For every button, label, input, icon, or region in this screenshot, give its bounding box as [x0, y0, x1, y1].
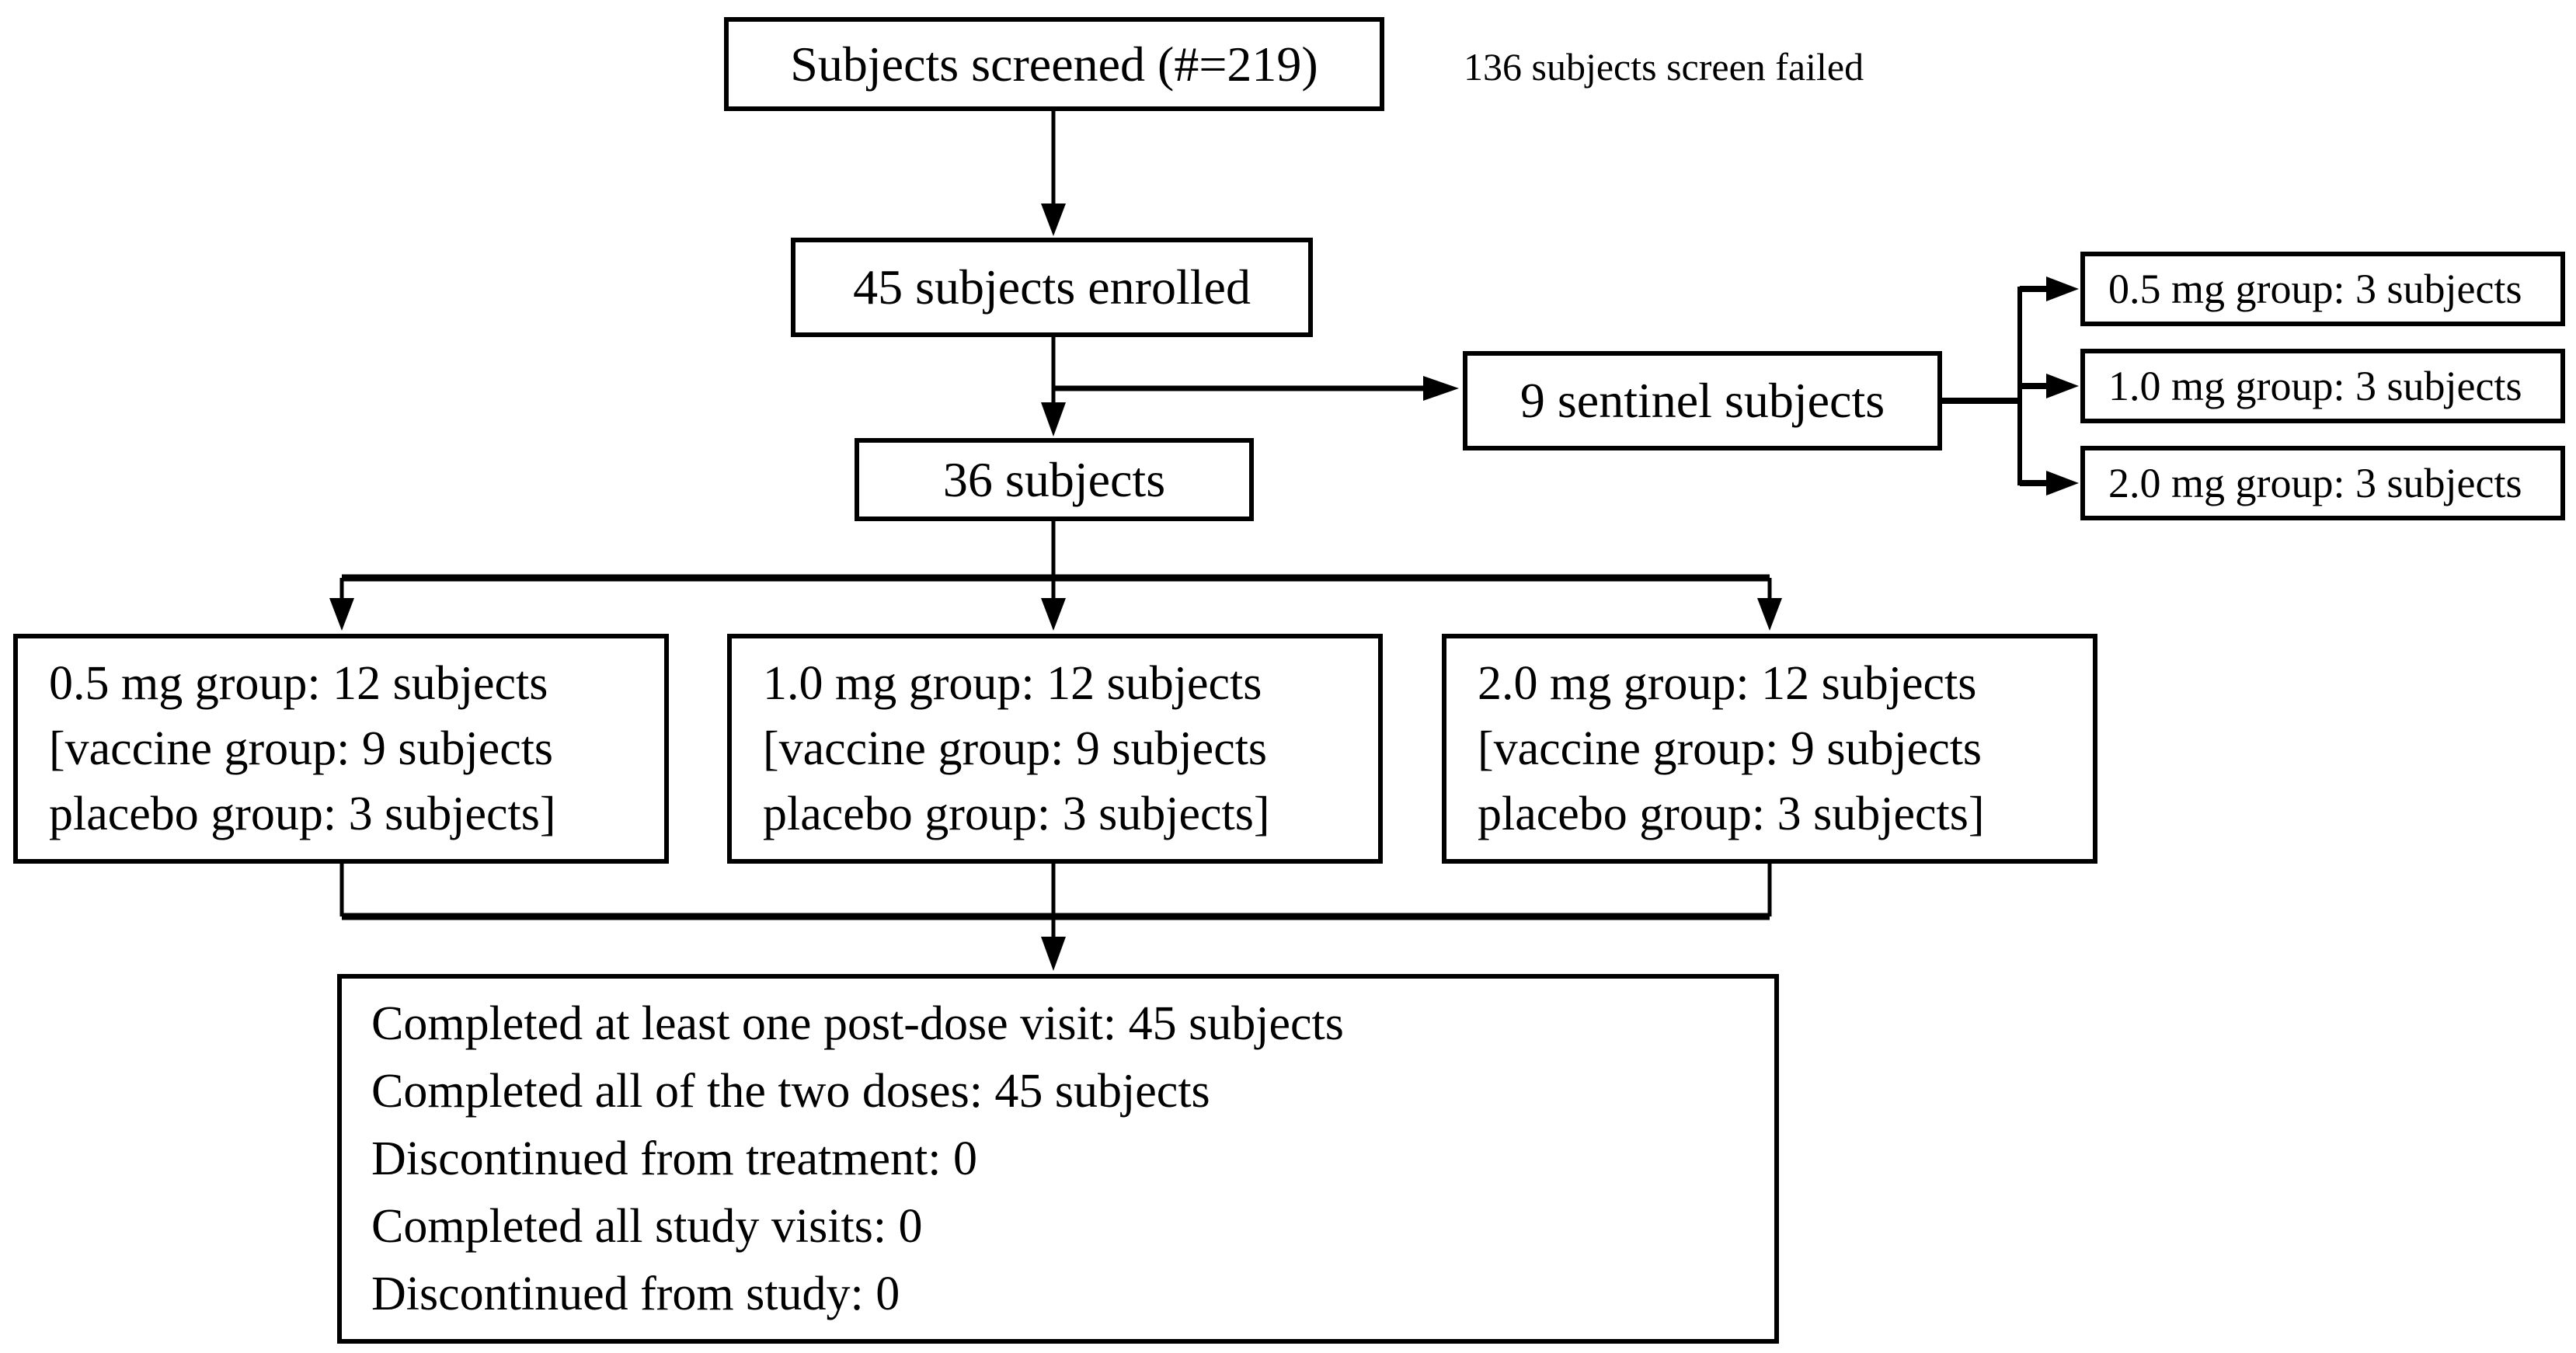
screened-box: Subjects screened (#=219): [724, 17, 1384, 111]
arrowhead-branch-to-sentinel: [1423, 376, 1459, 401]
randomized-label: 36 subjects: [942, 451, 1166, 507]
arrowhead-screened-to-enrolled: [1041, 203, 1066, 236]
screened-label: Subjects screened (#=219): [790, 36, 1318, 92]
sentinel-label: 9 sentinel subjects: [1519, 373, 1885, 429]
enrolled-box: 45 subjects enrolled: [791, 238, 1313, 337]
sentinel-group-box-10mg: 1.0 mg group: 3 subjects: [2080, 349, 2565, 423]
arrowhead-merge-to-completion: [1041, 937, 1066, 971]
dose-group-line: 0.5 mg group: 12 subjects: [49, 657, 548, 710]
arrowhead-sentinel-20mg: [2046, 471, 2079, 496]
screen-failed-note: 136 subjects screen failed: [1464, 45, 1864, 89]
sentinel-group-box-05mg: 0.5 mg group: 3 subjects: [2080, 252, 2565, 326]
completion-line: Discontinued from treatment: 0: [371, 1132, 977, 1185]
sentinel-group-label: 2.0 mg group: 3 subjects: [2108, 459, 2522, 506]
dose-group-box-05mg: 0.5 mg group: 12 subjects [vaccine group…: [13, 634, 669, 864]
arrowhead-sentinel-05mg: [2046, 277, 2079, 301]
arrowhead-split-to-dose2: [1041, 598, 1066, 631]
arrowhead-split-to-dose1: [329, 598, 354, 631]
dose-group-line: [vaccine group: 9 subjects: [1478, 722, 1982, 775]
sentinel-group-label: 0.5 mg group: 3 subjects: [2108, 265, 2522, 312]
sentinel-group-label: 1.0 mg group: 3 subjects: [2108, 362, 2522, 409]
dose-group-line: placebo group: 3 subjects]: [49, 788, 556, 840]
completion-box: Completed at least one post-dose visit: …: [337, 974, 1779, 1344]
dose-group-line: [vaccine group: 9 subjects: [763, 722, 1268, 775]
dose-group-line: 1.0 mg group: 12 subjects: [763, 657, 1262, 710]
arrowhead-enrolled-to-randomized: [1041, 402, 1066, 437]
arrowhead-split-to-dose3: [1757, 598, 1782, 631]
dose-group-line: [vaccine group: 9 subjects: [49, 722, 554, 775]
completion-line: Completed all of the two doses: 45 subje…: [371, 1064, 1210, 1118]
sentinel-group-box-20mg: 2.0 mg group: 3 subjects: [2080, 446, 2565, 520]
dose-group-box-10mg: 1.0 mg group: 12 subjects [vaccine group…: [727, 634, 1383, 864]
arrowhead-sentinel-10mg: [2046, 374, 2079, 398]
dose-group-line: placebo group: 3 subjects]: [763, 788, 1270, 840]
dose-group-box-20mg: 2.0 mg group: 12 subjects [vaccine group…: [1442, 634, 2097, 864]
enrolled-label: 45 subjects enrolled: [853, 259, 1251, 315]
sentinel-box: 9 sentinel subjects: [1463, 351, 1942, 450]
dose-group-line: placebo group: 3 subjects]: [1478, 788, 1985, 840]
completion-line: Completed all study visits: 0: [371, 1199, 923, 1253]
randomized-box: 36 subjects: [855, 438, 1254, 521]
completion-line: Discontinued from study: 0: [371, 1267, 900, 1320]
completion-line: Completed at least one post-dose visit: …: [371, 996, 1344, 1050]
dose-group-line: 2.0 mg group: 12 subjects: [1478, 657, 1977, 710]
